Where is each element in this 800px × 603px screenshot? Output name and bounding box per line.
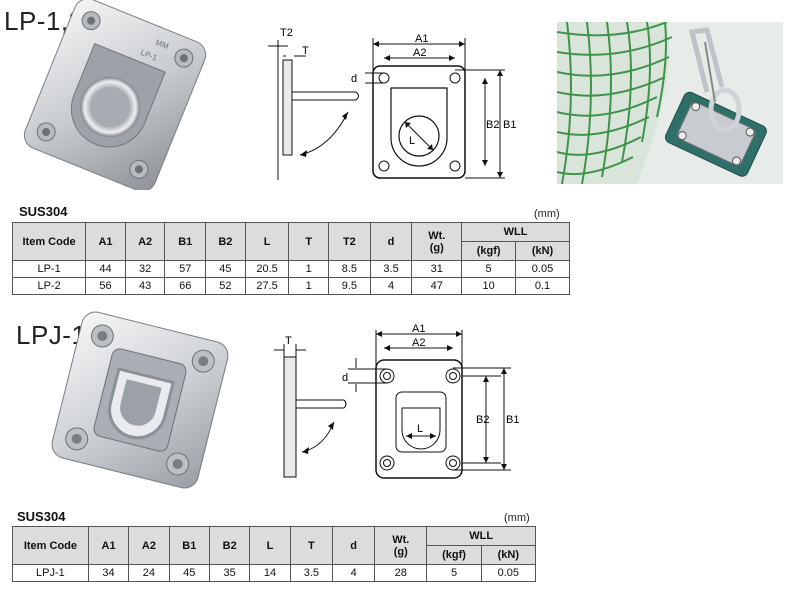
cell-l: 14 [249,564,291,582]
section2-title: LPJ-1 [16,320,87,350]
cell-wt: 47 [411,277,463,295]
dim-label-l: L [409,135,415,147]
cell-kn: 0.05 [515,260,570,278]
lp1-product-photo: MM LP-1 [23,0,207,190]
col-wll-kn: (kN) [480,545,537,565]
section1-material: SUS304 [19,204,68,219]
cell-kgf: 5 [461,260,517,278]
cell-t: 1 [288,277,330,295]
section1-unit: (mm) [534,208,560,220]
cell-code: LP-1 [11,260,87,278]
lpj1-top-view-drawing: A1 A2 L d B2 B1 [342,323,519,479]
dim-label-a2: A2 [412,337,425,349]
col-wt: Wt.(g) [374,526,428,565]
col-b2: B2 [208,526,251,565]
col-d: d [332,526,376,565]
cell-b1: 57 [164,260,207,278]
lp-spec-table: Item Code A1 A2 B1 B2 L T T2 d Wt.(g) WL… [11,222,570,295]
cell-d: 4 [332,564,376,582]
col-wll-kgf: (kgf) [426,545,482,565]
dim-label-l: L [417,423,423,435]
dim-label-t2: T2 [280,27,293,39]
table-row: LP-2 56 43 66 52 27.5 1 9.5 4 47 10 0.1 [11,277,570,295]
lpj-spec-table: Item Code A1 A2 B1 B2 L T d Wt.(g) WLL (… [12,526,537,582]
lpj1-product-photo [51,311,229,489]
section2-material: SUS304 [17,509,66,524]
dim-label-a2: A2 [413,47,426,59]
dim-label-a1: A1 [415,33,428,45]
col-l: L [244,222,290,261]
dim-label-b2: B2 [476,414,489,426]
cell-b1: 66 [164,277,207,295]
cell-a1: 56 [85,277,126,295]
dim-label-d: d [342,372,348,384]
cell-l: 27.5 [244,277,290,295]
cell-code: LPJ-1 [12,564,89,582]
col-t: T [288,222,330,261]
cell-t: 3.5 [289,564,334,582]
lp1-side-view-drawing: T2 T [268,27,359,180]
dim-label-b1: B1 [503,119,516,131]
cell-l: 20.5 [244,260,290,278]
cell-wt: 31 [411,260,463,278]
cell-d: 3.5 [369,260,413,278]
lp1-top-view-drawing: A1 A2 L d B2 B1 [351,33,516,179]
cell-b1: 45 [168,564,210,582]
cell-t2: 9.5 [328,277,371,295]
lpj1-side-view-drawing: T [274,335,347,478]
col-a2: A2 [128,526,170,565]
col-wt: Wt.(g) [411,222,463,261]
dim-label-b1: B1 [506,414,519,426]
col-wll-kgf: (kgf) [461,241,517,261]
cell-kgf: 10 [461,277,517,295]
cell-kn: 0.05 [480,564,537,582]
col-item-code: Item Code [11,222,87,261]
dim-label-b2: B2 [486,119,499,131]
col-b1: B1 [168,526,210,565]
application-photo-net [557,22,783,184]
cell-code: LP-2 [11,277,87,295]
cell-a2: 24 [128,564,170,582]
section2-unit: (mm) [504,512,530,524]
col-t: T [289,526,334,565]
col-d: d [369,222,413,261]
cell-t: 1 [288,260,330,278]
col-l: L [249,526,291,565]
dim-label-t: T [302,45,309,57]
col-a2: A2 [124,222,166,261]
dim-label-t: T [285,335,292,347]
col-b1: B1 [164,222,207,261]
table-row: LP-1 44 32 57 45 20.5 1 8.5 3.5 31 5 0.0… [11,260,570,278]
cell-kn: 0.1 [515,277,570,295]
cell-d: 4 [369,277,413,295]
cell-a2: 43 [124,277,166,295]
cell-b2: 52 [205,277,246,295]
cell-kgf: 5 [426,564,482,582]
cell-t2: 8.5 [328,260,371,278]
dim-label-a1: A1 [412,323,425,335]
col-wll: WLL [461,222,570,242]
table-row: LPJ-1 34 24 45 35 14 3.5 4 28 5 0.05 [12,564,537,582]
col-t2: T2 [328,222,371,261]
cell-b2: 35 [208,564,251,582]
cell-wt: 28 [374,564,428,582]
col-wll-kn: (kN) [515,241,570,261]
col-a1: A1 [85,222,126,261]
col-wll: WLL [426,526,536,546]
cell-a2: 32 [124,260,166,278]
cell-a1: 44 [85,260,126,278]
cell-a1: 34 [87,564,130,582]
cell-b2: 45 [205,260,246,278]
dim-label-d: d [351,73,357,85]
col-b2: B2 [205,222,246,261]
col-a1: A1 [87,526,130,565]
col-item-code: Item Code [12,526,89,565]
